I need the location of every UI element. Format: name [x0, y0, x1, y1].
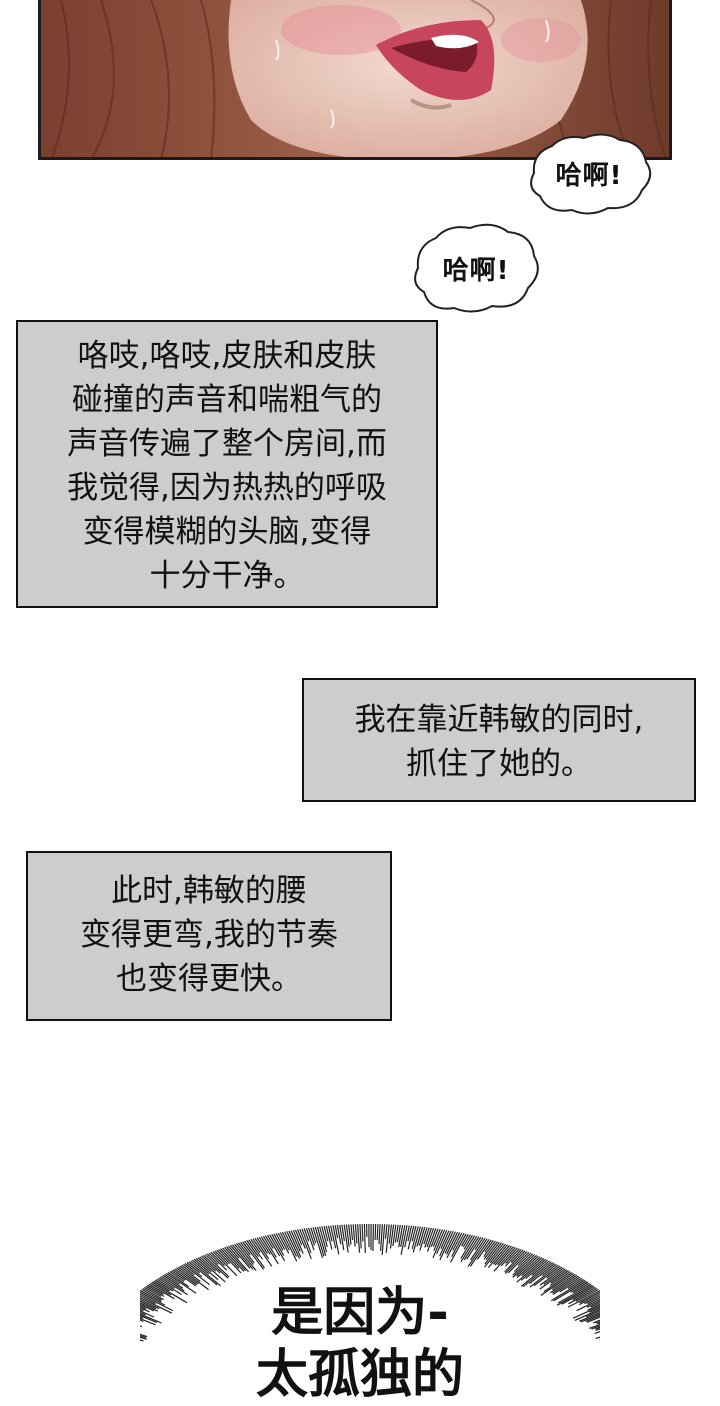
burst-ray — [317, 1227, 325, 1256]
burst-ray — [351, 1224, 353, 1240]
burst-caption: 是因为- 太孤独的 — [0, 1282, 720, 1406]
burst-ray — [386, 1224, 387, 1239]
sfx-bubble-1: 哈啊! — [524, 128, 654, 218]
burst-ray — [381, 1224, 383, 1251]
narration-box-3: 此时,韩敏的腰 变得更弯,我的节奏 也变得更快。 — [26, 851, 392, 1021]
burst-ray — [375, 1224, 376, 1240]
narration-box-2: 我在靠近韩敏的同时, 抓住了她的。 — [302, 678, 696, 802]
burst-ray — [373, 1224, 374, 1251]
burst-ray — [379, 1224, 380, 1244]
burst-ray — [340, 1225, 344, 1250]
narration-box-1: 咯吱,咯吱,皮肤和皮肤 碰撞的声音和喘粗气的 声音传遍了整个房间,而 我觉得,因… — [16, 320, 438, 608]
sfx-text-1: 哈啊! — [556, 155, 623, 192]
burst-ray — [362, 1224, 363, 1241]
burst-ray — [355, 1224, 357, 1243]
burst-ray — [364, 1224, 365, 1253]
burst-ray — [353, 1224, 355, 1246]
burst-ray — [360, 1224, 361, 1248]
burst-ray — [358, 1224, 360, 1253]
sfx-bubble-2: 哈啊! — [410, 218, 542, 318]
burst-ray — [377, 1224, 378, 1240]
sfx-text-2: 哈啊! — [443, 250, 510, 287]
